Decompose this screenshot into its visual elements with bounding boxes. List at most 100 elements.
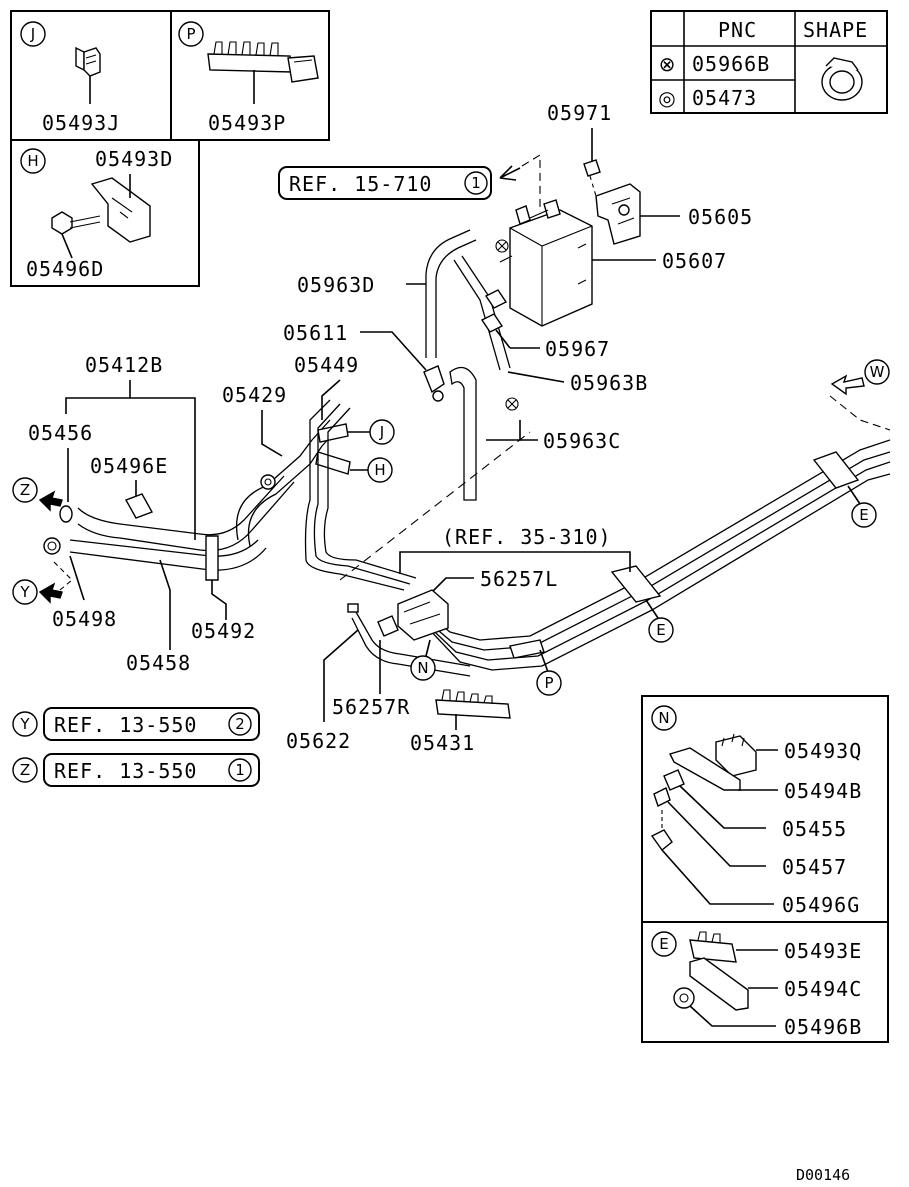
ref-z: Z REF. 13-550 1	[12, 753, 260, 787]
clamp-e-2	[812, 451, 860, 489]
callout-p-letter: P	[544, 674, 553, 692]
inset-e-letter: E	[659, 935, 668, 953]
ref-y: Y REF. 13-550 2	[12, 707, 260, 741]
label-05458: 05458	[126, 651, 191, 675]
inset-n-part-05493q: 05493Q	[784, 739, 862, 763]
callout-z	[12, 477, 38, 503]
callout-e-2-letter: E	[859, 506, 868, 524]
legend-pnc-05473: 05473	[692, 86, 757, 110]
ref-15-710-arrow	[499, 165, 521, 181]
clamp-e-1	[610, 565, 662, 603]
callout-w-letter: W	[870, 363, 885, 381]
ref-y-num: 2	[235, 715, 245, 733]
hose-05963b	[453, 259, 501, 371]
fuel-line-bundle	[409, 439, 891, 671]
inset-e-part-05494c: 05494C	[784, 977, 862, 1001]
ref-y-letter: Y	[19, 715, 30, 733]
inset-e-part-05493e: 05493E	[784, 939, 862, 963]
ref-z-letter: Z	[20, 761, 30, 779]
label-05963d: 05963D	[297, 273, 375, 297]
label-05971: 05971	[547, 101, 612, 125]
inset-n-part-05494b: 05494B	[784, 779, 862, 803]
label-05431: 05431	[410, 731, 475, 755]
hose-05458-upper	[77, 475, 285, 536]
legend-symbol-ring: ◎	[658, 86, 675, 110]
inset-j-letter: J	[30, 25, 35, 43]
callout-y	[12, 579, 38, 605]
legend-header-shape: SHAPE	[803, 18, 868, 42]
hose-05963d	[425, 229, 471, 358]
valve-block	[397, 589, 449, 641]
inset-n-part-05455: 05455	[782, 817, 847, 841]
callout-e-2	[851, 502, 877, 528]
ref-15-710: REF. 15-710 1	[278, 166, 492, 200]
ref-z-text: REF. 13-550	[54, 759, 197, 783]
label-05611: 05611	[283, 321, 348, 345]
label-56257l: 56257L	[480, 567, 558, 591]
label-05622: 05622	[286, 729, 351, 753]
connector-05611	[423, 365, 445, 394]
callout-j	[369, 419, 395, 445]
callout-n	[410, 655, 436, 681]
canister-05607	[499, 199, 593, 327]
label-05963b: 05963B	[570, 371, 648, 395]
inset-e-part-05496b: 05496B	[784, 1015, 862, 1039]
hose-clamp-icon	[821, 57, 863, 101]
inset-h-part-05496d: 05496D	[26, 257, 104, 281]
fitting-05967	[484, 289, 508, 309]
clip-05492	[205, 535, 219, 581]
ref-15-710-num: 1	[471, 174, 481, 192]
inset-p-part: 05493P	[208, 111, 286, 135]
inset-h-letter: H	[27, 152, 38, 170]
label-05496e: 05496E	[90, 454, 168, 478]
inset-j-part: 05493J	[42, 111, 120, 135]
inset-h: H 05493D 05496D	[10, 139, 200, 287]
label-05605: 05605	[688, 205, 753, 229]
label-05498: 05498	[52, 607, 117, 631]
hose-05963c	[449, 366, 477, 501]
inset-n-letter: N	[658, 709, 669, 727]
bracket-05605	[595, 183, 641, 245]
label-05967: 05967	[545, 337, 610, 361]
label-56257r: 56257R	[332, 695, 410, 719]
label-05963c: 05963C	[543, 429, 621, 453]
legend-table: PNC SHAPE ⊗ 05966B ◎ 05473	[650, 10, 888, 114]
bolt-05971	[583, 159, 601, 177]
inset-p: P 05493P	[170, 10, 330, 141]
legend-pnc-05966b: 05966B	[692, 52, 770, 76]
clip-05431	[435, 699, 511, 719]
callout-e-1-letter: E	[656, 621, 665, 639]
callout-j-letter: J	[379, 423, 384, 441]
callout-y-letter: Y	[19, 583, 30, 601]
label-05607: 05607	[662, 249, 727, 273]
callout-z-letter: Z	[20, 481, 30, 499]
callout-h-letter: H	[374, 461, 385, 479]
ref-z-num: 1	[235, 761, 245, 779]
inset-n: N 05493Q 05494B 05455 05457 05496G	[641, 695, 889, 923]
inset-n-part-05496g: 05496G	[782, 893, 860, 917]
ring-05498	[43, 537, 61, 555]
callout-p	[536, 670, 562, 696]
label-05492: 05492	[191, 619, 256, 643]
label-05429: 05429	[222, 383, 287, 407]
ref-y-text: REF. 13-550	[54, 713, 197, 737]
ref-35-310-text: (REF. 35-310)	[442, 525, 612, 549]
callout-h	[367, 457, 393, 483]
callout-w	[864, 359, 890, 385]
ref-15-710-text: REF. 15-710	[289, 172, 432, 196]
label-05449: 05449	[294, 353, 359, 377]
inset-j: J 05493J	[10, 10, 172, 141]
diagram-id: D00146	[796, 1166, 850, 1184]
bolt-05496e	[124, 493, 154, 519]
callout-e-1	[648, 617, 674, 643]
label-05456: 05456	[28, 421, 93, 445]
label-05412b: 05412B	[85, 353, 163, 377]
inset-n-part-05457: 05457	[782, 855, 847, 879]
legend-header-pnc: PNC	[718, 18, 757, 42]
inset-e: E 05493E 05494C 05496B	[641, 921, 889, 1043]
inset-h-part-05493d: 05493D	[95, 147, 173, 171]
legend-symbol-cross: ⊗	[659, 52, 676, 76]
callout-n-letter: N	[417, 659, 428, 677]
inset-p-letter: P	[186, 25, 195, 43]
